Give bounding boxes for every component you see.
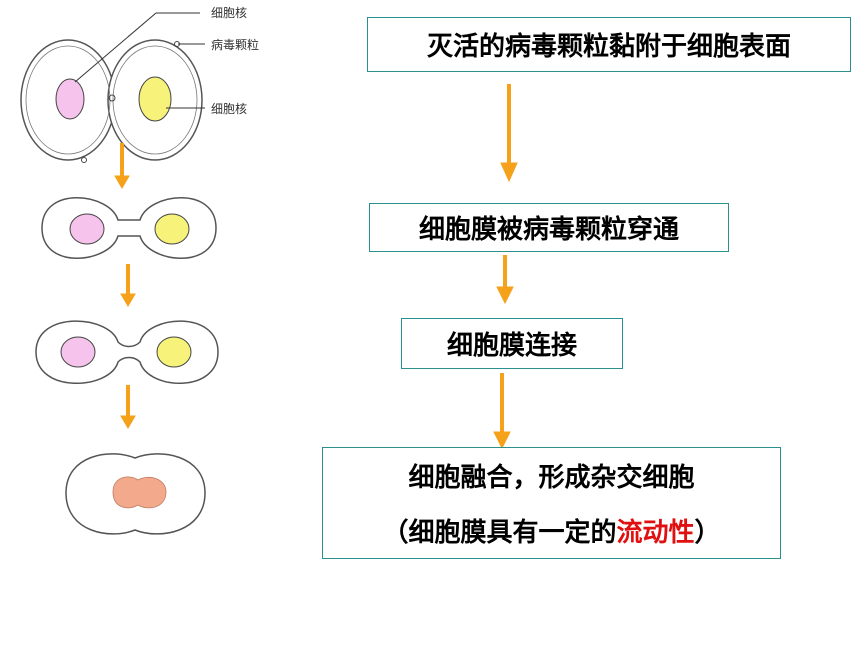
virus-particle <box>81 157 87 163</box>
step-text: 灭活的病毒颗粒黏附于细胞表面 <box>426 32 791 62</box>
highlight-fluidity: 流动性 <box>616 518 695 548</box>
stage1-cells <box>20 12 205 163</box>
virus-particle <box>108 94 116 102</box>
step-text: 细胞膜连接 <box>446 331 577 361</box>
left-arrows <box>114 143 136 429</box>
step-box-fusion: 细胞融合，形成杂交细胞 （细胞膜具有一定的流动性） <box>322 447 781 559</box>
label-nucleus-right: 细胞核 <box>211 102 248 116</box>
fused-nucleus <box>112 476 167 509</box>
step-box-adhesion: 灭活的病毒颗粒黏附于细胞表面 <box>367 17 851 72</box>
flow-arrows <box>493 84 518 450</box>
step-box-penetration: 细胞膜被病毒颗粒穿通 <box>369 203 729 252</box>
step-box-connection: 细胞膜连接 <box>401 318 623 369</box>
stage3-cells <box>35 320 219 385</box>
label-nucleus-top: 细胞核 <box>211 6 248 20</box>
nucleus-yellow <box>138 76 172 122</box>
step-text: 细胞融合，形成杂交细胞 <box>408 463 695 493</box>
step-text: 细胞膜被病毒颗粒穿通 <box>418 215 679 245</box>
stage2-cells <box>41 197 217 259</box>
label-virus-particle: 病毒颗粒 <box>211 38 260 52</box>
stage4-cell <box>65 453 206 535</box>
nucleus-pink <box>55 78 85 120</box>
step-note: （细胞膜具有一定的流动性） <box>382 518 721 548</box>
